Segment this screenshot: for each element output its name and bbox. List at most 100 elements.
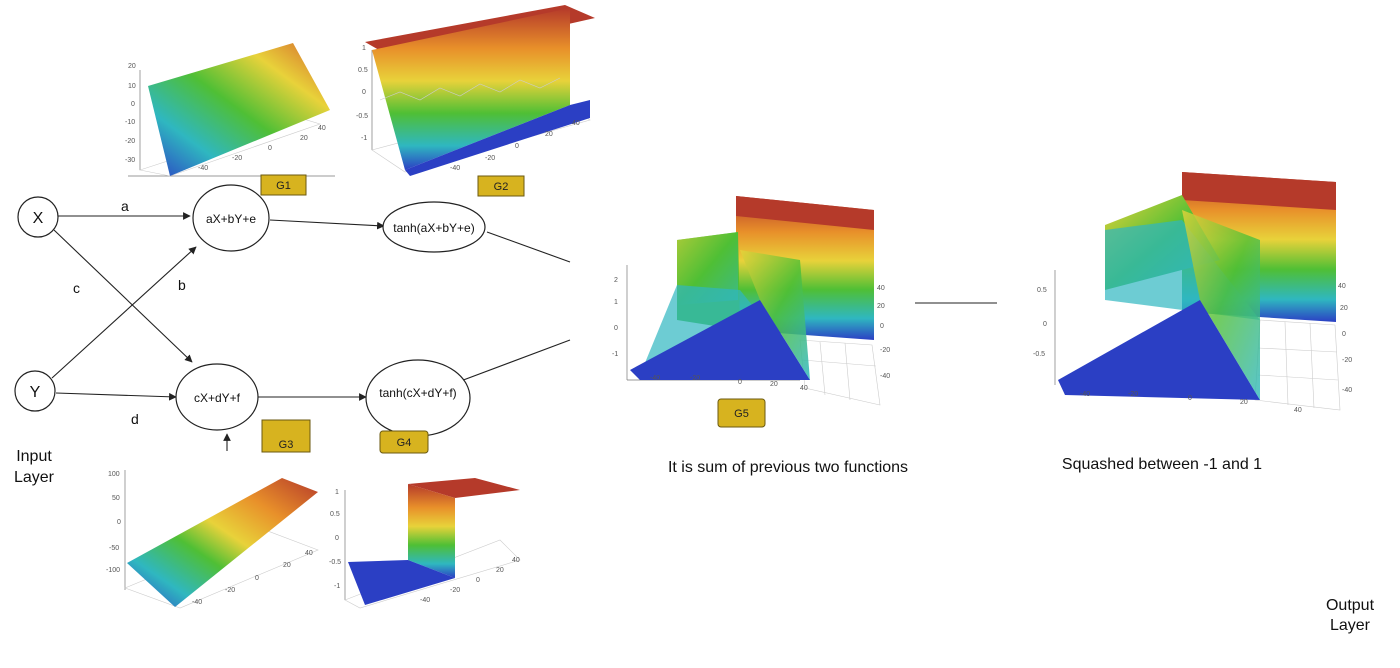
svg-text:0: 0 [476, 577, 480, 584]
svg-text:20: 20 [496, 567, 504, 574]
node-n3: tanh(aX+bY+e) [382, 201, 486, 253]
edge-n4-out [457, 339, 571, 383]
node-n1: aX+bY+e [192, 184, 270, 252]
svg-text:-40: -40 [198, 165, 208, 172]
svg-text:-0.5: -0.5 [356, 113, 368, 120]
plot-g3: 100 50 0 -50 -100 -40 -20 0 20 40 [106, 470, 319, 609]
svg-text:-10: -10 [125, 119, 135, 126]
output-x-ticks: -40 -20 0 20 40 [1080, 391, 1302, 414]
svg-text:40: 40 [572, 120, 580, 127]
plot-g5: 2 1 0 -1 -40 -20 0 20 40 40 20 0 -20 -40 [612, 196, 890, 406]
svg-text:1: 1 [614, 299, 618, 306]
svg-text:-40: -40 [1080, 391, 1090, 398]
node-x: X [17, 196, 59, 238]
svg-text:-1: -1 [334, 583, 340, 590]
svg-text:40: 40 [800, 385, 808, 392]
svg-text:-1: -1 [612, 351, 618, 358]
svg-text:cX+dY+f: cX+dY+f [194, 391, 241, 405]
svg-text:-0.5: -0.5 [1033, 351, 1045, 358]
svg-text:-40: -40 [450, 165, 460, 172]
svg-text:-20: -20 [1342, 357, 1352, 364]
g3-z-ticks: 100 50 0 -50 -100 [106, 471, 121, 574]
svg-text:0: 0 [1342, 331, 1346, 338]
tag-g2: G2 [477, 175, 525, 197]
plot-g1: 20 10 0 -10 -20 -30 -40 -20 0 20 40 [125, 43, 335, 177]
svg-text:G3: G3 [279, 439, 294, 451]
output-base [1058, 300, 1260, 400]
svg-text:1: 1 [362, 45, 366, 52]
weight-c: c [73, 280, 80, 296]
svg-text:-40: -40 [192, 599, 202, 606]
g3-surface [127, 478, 318, 607]
svg-text:G2: G2 [494, 181, 509, 193]
svg-text:20: 20 [283, 562, 291, 569]
g2-z-ticks: 1 0.5 0 -0.5 -1 [356, 45, 368, 142]
svg-text:40: 40 [877, 285, 885, 292]
svg-text:0: 0 [1188, 395, 1192, 402]
svg-text:0: 0 [131, 101, 135, 108]
output-z-ticks: 0.5 0 -0.5 [1033, 287, 1047, 358]
svg-text:20: 20 [1240, 399, 1248, 406]
svg-text:-1: -1 [361, 135, 367, 142]
svg-text:20: 20 [128, 63, 136, 70]
svg-text:tanh(cX+dY+f): tanh(cX+dY+f) [379, 386, 456, 400]
node-y: Y [14, 370, 56, 412]
g2-base [405, 100, 590, 176]
svg-text:-20: -20 [485, 155, 495, 162]
node-n4: tanh(cX+dY+f) [365, 359, 471, 437]
svg-text:-20: -20 [690, 375, 700, 382]
svg-text:-20: -20 [450, 587, 460, 594]
tag-g5: G5 [717, 398, 766, 428]
weight-d: d [131, 411, 139, 427]
edge-n3-out [486, 231, 571, 263]
tag-g3: G3 [261, 419, 311, 453]
g1-xy-ticks: -40 -20 0 20 40 [198, 125, 326, 172]
plot-output: 0.5 0 -0.5 -40 -20 0 20 40 40 20 0 -20 -… [1033, 172, 1352, 414]
svg-text:aX+bY+e: aX+bY+e [206, 212, 256, 226]
svg-text:20: 20 [770, 381, 778, 388]
output-layer-label-2: Layer [1330, 617, 1371, 634]
input-layer-label-2: Layer [14, 469, 55, 486]
svg-text:0.5: 0.5 [1037, 287, 1047, 294]
output-layer-label-1: Output [1326, 597, 1375, 614]
svg-text:20: 20 [545, 131, 553, 138]
svg-text:0: 0 [255, 575, 259, 582]
svg-text:-20: -20 [1128, 391, 1138, 398]
svg-text:X: X [33, 210, 44, 227]
svg-text:-100: -100 [106, 567, 120, 574]
g1-surface [148, 43, 330, 176]
tag-g1: G1 [260, 174, 307, 196]
output-y-ticks: 40 20 0 -20 -40 [1338, 283, 1352, 394]
svg-text:0: 0 [268, 145, 272, 152]
g4-top [408, 478, 520, 498]
svg-text:-20: -20 [225, 587, 235, 594]
network-edges [51, 212, 997, 451]
svg-text:-20: -20 [125, 138, 135, 145]
svg-text:40: 40 [1294, 407, 1302, 414]
svg-text:40: 40 [512, 557, 520, 564]
svg-text:0: 0 [515, 143, 519, 150]
svg-text:-50: -50 [109, 545, 119, 552]
weight-b: b [178, 277, 186, 293]
g4-base [348, 560, 455, 605]
tag-g4: G4 [379, 430, 429, 454]
caption-squash: Squashed between -1 and 1 [1062, 456, 1262, 473]
svg-text:20: 20 [1340, 305, 1348, 312]
svg-text:Y: Y [30, 384, 41, 401]
g2-xy-ticks: -40 -20 0 20 40 [450, 120, 580, 172]
svg-text:-20: -20 [880, 347, 890, 354]
svg-text:0: 0 [880, 323, 884, 330]
svg-text:0: 0 [738, 379, 742, 386]
plot-g4: 1 0.5 0 -0.5 -1 -40 -20 0 20 40 [329, 478, 521, 609]
svg-text:0.5: 0.5 [358, 67, 368, 74]
g1-z-ticks: 20 10 0 -10 -20 -30 [125, 63, 136, 164]
svg-text:-0.5: -0.5 [329, 559, 341, 566]
svg-text:0: 0 [362, 89, 366, 96]
g4-wall [408, 484, 455, 578]
svg-text:0: 0 [335, 535, 339, 542]
svg-text:0: 0 [614, 325, 618, 332]
svg-text:20: 20 [300, 135, 308, 142]
svg-text:-30: -30 [125, 157, 135, 164]
g5-right-top [736, 196, 874, 230]
svg-text:G5: G5 [734, 408, 749, 420]
